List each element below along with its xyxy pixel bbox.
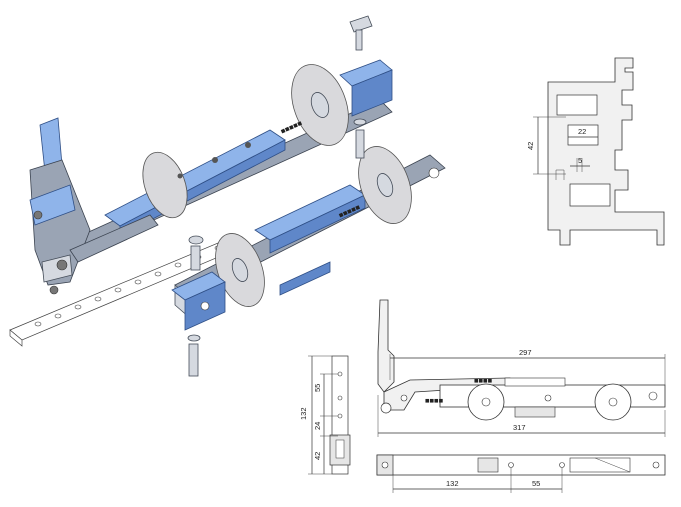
bottom-view-dim-132: 132 bbox=[446, 479, 459, 488]
perforated-rail bbox=[9, 237, 243, 347]
profile-dim-42: 42 bbox=[526, 142, 535, 150]
wheel-2 bbox=[142, 151, 188, 219]
bottom-view-drawing: 132 55 bbox=[376, 454, 666, 493]
end-view-dim-24: 24 bbox=[313, 422, 322, 430]
end-view-dim-132: 132 bbox=[299, 407, 308, 420]
upper-carriage-mark: ■■■■■ bbox=[279, 118, 304, 136]
side-view-dim-297: 297 bbox=[519, 348, 532, 357]
profile-dim-5: 5 bbox=[578, 156, 582, 165]
screw-right bbox=[353, 118, 367, 159]
side-view-dim-317: 317 bbox=[513, 423, 526, 432]
side-view-arm-mark: ■■■■ bbox=[425, 396, 444, 405]
screw-middle bbox=[188, 235, 204, 271]
end-view-dim-42: 42 bbox=[313, 452, 322, 460]
profile-cross-section: 42 22 5 bbox=[526, 57, 665, 246]
screw-bottom bbox=[187, 334, 201, 377]
bottom-view-dim-55: 55 bbox=[532, 479, 540, 488]
isometric-assembly: ■■■■■ bbox=[9, 15, 446, 377]
end-view-dim-55: 55 bbox=[313, 384, 322, 392]
pivot-arm bbox=[29, 117, 159, 295]
lower-carriage-assembly: ■■■■■ bbox=[171, 146, 446, 331]
end-view-drawing: 132 55 24 42 bbox=[299, 355, 351, 475]
screw-top bbox=[349, 15, 373, 51]
profile-dim-22: 22 bbox=[578, 127, 586, 136]
side-view-mark: ■■■■ bbox=[474, 376, 493, 385]
side-view-drawing: ■■■■ ■■■■ 297 317 bbox=[377, 299, 666, 437]
